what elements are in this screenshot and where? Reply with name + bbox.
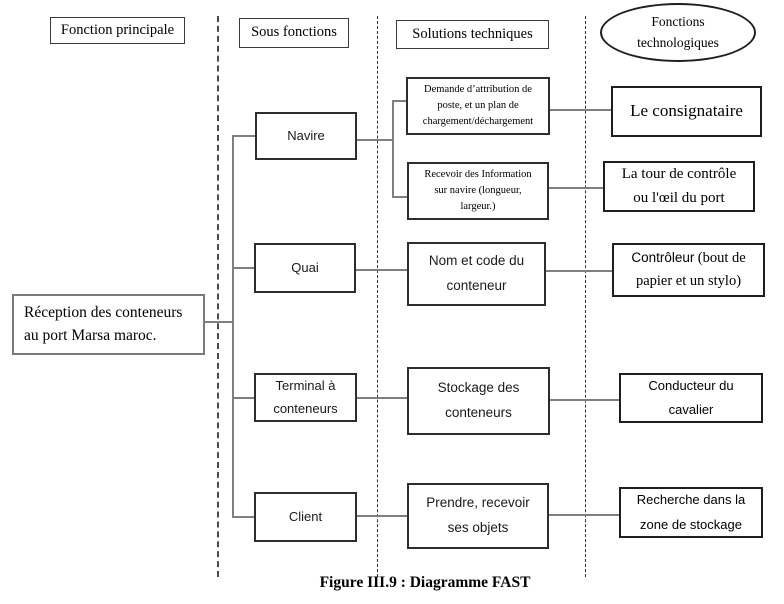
solution-recevoir-label: Recevoir des Information sur navire (lon… [424,168,532,213]
header-solutions-techniques-label: Solutions techniques [412,25,533,42]
subfunction-box-terminal: Terminal à conteneurs [254,373,357,422]
figure-caption-label: Figure III.9 : Diagramme FAST [319,574,531,591]
header-solutions-techniques: Solutions techniques [396,20,549,49]
connector-bracket-demande [392,100,407,102]
column-separator-3 [585,16,586,577]
subfunction-client-label: Client [288,509,323,525]
main-function-label: Réception des conteneurs au port Marsa m… [24,304,183,344]
header-fonctions-technologiques-label: Fonctions technologiques [637,14,719,50]
connector-prendre-recherche [548,514,620,516]
connector-demande-consignataire [549,109,612,111]
connector-stockage-conducteur [549,399,620,401]
connector-main-to-spine [205,321,233,323]
subfunction-box-navire: Navire [255,112,357,160]
subfunction-box-client: Client [254,492,357,542]
solution-demande-label: Demande d’attribution de poste, et un pl… [422,83,534,128]
solution-box-stockage: Stockage des conteneurs [407,367,550,435]
connector-client-solution [356,515,408,517]
connector-spine-client [232,516,255,518]
connector-navire-bracket [392,100,394,198]
tech-box-recherche: Recherche dans la zone de stockage [619,487,763,538]
tech-box-consignataire: Le consignataire [611,86,762,137]
connector-terminal-solution [356,397,408,399]
tech-tour-controle-label: La tour de contrôle ou l'œil du port [621,166,737,206]
solution-box-recevoir-information: Recevoir des Information sur navire (lon… [407,162,549,220]
connector-nom-controleur [545,270,613,272]
connector-spine-quai [232,267,255,269]
connector-navire-out [356,139,394,141]
subfunction-box-quai: Quai [254,243,356,293]
main-function-box: Réception des conteneurs au port Marsa m… [12,294,205,355]
tech-box-tour-controle: La tour de contrôle ou l'œil du port [603,161,755,212]
figure-caption: Figure III.9 : Diagramme FAST [215,574,635,592]
subfunction-terminal-label: Terminal à conteneurs [273,378,338,416]
solution-box-demande-attribution: Demande d’attribution de poste, et un pl… [406,77,550,135]
solution-prendre-label: Prendre, recevoir ses objets [426,495,530,535]
tech-consignataire-label: Le consignataire [630,101,743,121]
connector-spine [232,135,234,518]
column-separator-1 [217,16,219,577]
tech-conducteur-label: Conducteur du cavalier [648,377,734,417]
tech-box-controleur: Contrôleur (bout de papier et un stylo) [612,243,765,297]
solution-box-prendre-recevoir: Prendre, recevoir ses objets [407,483,549,549]
header-fonction-principale-label: Fonction principale [60,21,175,38]
subfunction-quai-label: Quai [291,260,319,276]
header-fonction-principale: Fonction principale [50,17,185,44]
solution-box-nom-code: Nom et code du conteneur [407,242,546,306]
column-separator-2 [377,16,378,577]
connector-bracket-recevoir [392,196,408,198]
header-sous-fonctions: Sous fonctions [239,18,349,48]
tech-recherche-label: Recherche dans la zone de stockage [636,492,746,532]
header-sous-fonctions-label: Sous fonctions [251,24,337,41]
tech-box-conducteur: Conducteur du cavalier [619,373,763,423]
tech-controleur-word: Contrôleur [631,249,695,265]
subfunction-navire-label: Navire [287,128,325,144]
connector-recevoir-tour [548,187,604,189]
connector-quai-solution [355,269,408,271]
connector-spine-navire [232,135,256,137]
solution-nom-code-label: Nom et code du conteneur [428,253,525,293]
solution-stockage-label: Stockage des conteneurs [437,380,520,420]
tech-controleur-rest: (bout de papier et un stylo) [635,249,746,289]
header-fonctions-technologiques: Fonctions technologiques [600,3,756,62]
connector-spine-terminal [232,397,255,399]
tech-controleur-label: Contrôleur (bout de papier et un stylo) [626,247,752,293]
